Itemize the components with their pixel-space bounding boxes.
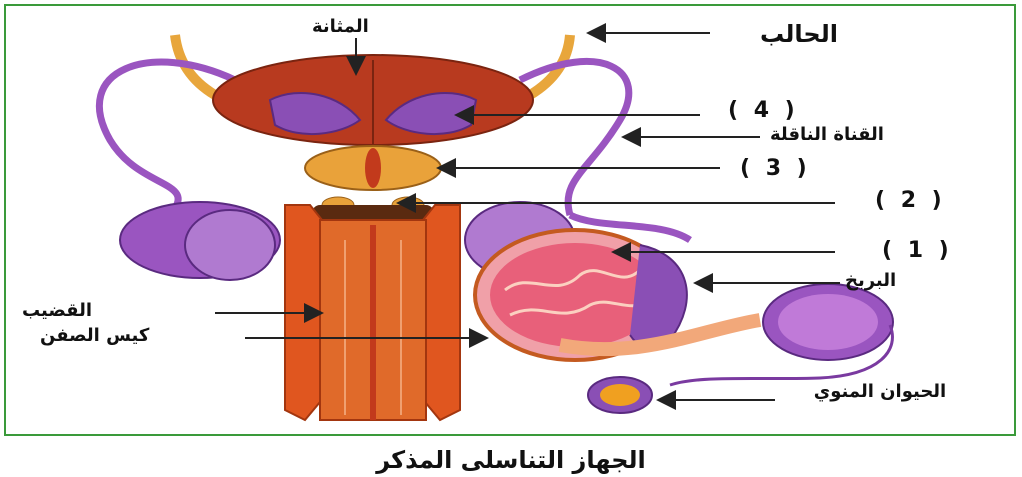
label-penis: القضيب [22,302,92,320]
label-epididymis: البربخ [845,272,896,290]
left-testis [120,202,280,280]
diagram-caption: الجهاز التناسلى المذكر [0,446,1022,474]
prostate-gland [305,146,441,190]
label-sperm: الحيوان المنوي [800,380,960,403]
label-bladder: المثانة [312,18,369,36]
label-vas-deferens: القناة الناقلة [770,126,884,144]
reproductive-system-illustration [0,0,1022,440]
number-4: ( 4 ) [728,100,799,122]
label-scrotum: كيس الصفن [40,327,149,345]
number-1: ( 1 ) [882,240,953,262]
label-ureter: الحالب [760,22,838,46]
diagram-frame: الحالب المثانة القناة الناقلة البربخ الق… [0,0,1022,440]
number-2: ( 2 ) [875,190,946,212]
number-3: ( 3 ) [740,158,811,180]
